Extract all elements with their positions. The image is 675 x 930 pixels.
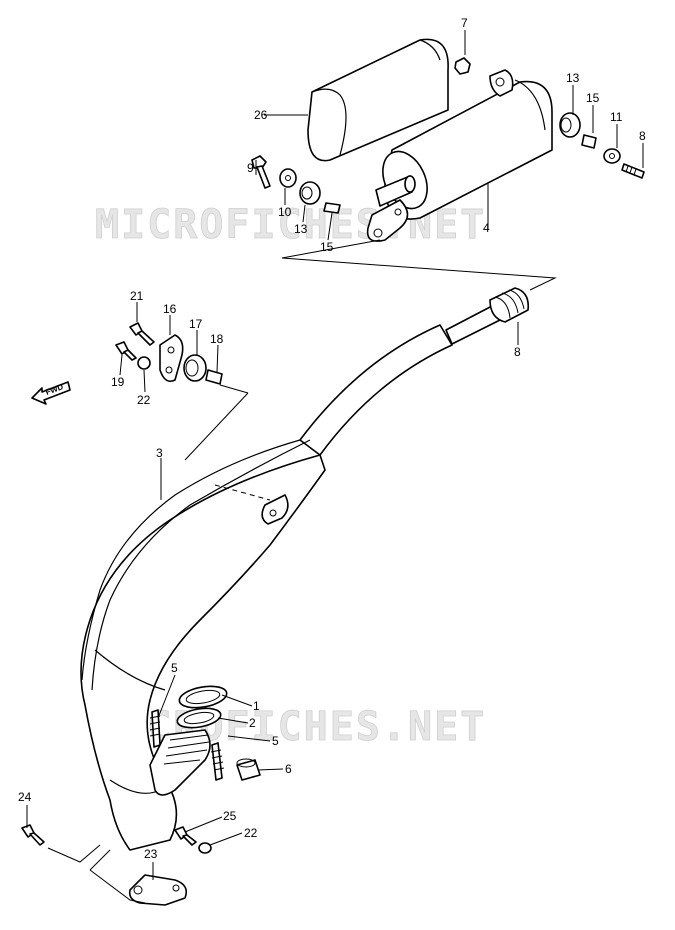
callout-11: 10 <box>278 205 292 219</box>
silencer-cover <box>307 38 449 162</box>
callout-13: 13 <box>294 222 308 236</box>
callout-15: 15 <box>320 240 334 254</box>
callout-labels: 26 7 13 15 11 8 4 8 9 10 13 15 21 16 17 … <box>18 16 646 861</box>
callout-14: 13 <box>566 71 580 85</box>
callout-9: 8 <box>514 345 521 359</box>
callout-10: 9 <box>247 161 254 175</box>
callout-2: 2 <box>249 716 256 730</box>
callout-19: 18 <box>210 332 224 346</box>
callout-17: 16 <box>163 302 177 316</box>
assembly-lines <box>47 239 557 904</box>
exhaust-port <box>149 685 261 796</box>
callout-20: 19 <box>111 375 125 389</box>
callout-5-upper: 5 <box>171 661 178 675</box>
chamber-hardware <box>115 322 223 385</box>
callout-18: 17 <box>189 317 203 331</box>
callout-6: 6 <box>285 762 292 776</box>
callout-4: 4 <box>483 221 490 235</box>
callout-7: 8 <box>639 129 646 143</box>
callout-22: 22 <box>137 393 151 407</box>
callout-23: 22 <box>244 826 258 840</box>
callout-16: 15 <box>586 91 600 105</box>
callout-12: 11 <box>610 110 623 124</box>
callout-8: 7 <box>461 16 468 30</box>
expansion-chamber <box>80 439 326 851</box>
callout-5-lower: 5 <box>272 734 279 748</box>
leader-lines <box>26 30 644 880</box>
exhaust-pipe-mid <box>299 287 530 456</box>
forward-arrow: FWD <box>31 381 71 405</box>
callout-26: 26 <box>254 108 268 122</box>
silencer-hardware <box>251 57 645 214</box>
callout-1: 1 <box>253 699 260 713</box>
callout-25-right: 25 <box>223 809 237 823</box>
callout-25-left: 24 <box>18 790 32 804</box>
callout-3: 3 <box>156 446 163 460</box>
callout-24: 23 <box>144 847 158 861</box>
bottom-hardware <box>21 824 212 906</box>
callout-21: 21 <box>130 289 144 303</box>
silencer-body <box>366 69 553 242</box>
